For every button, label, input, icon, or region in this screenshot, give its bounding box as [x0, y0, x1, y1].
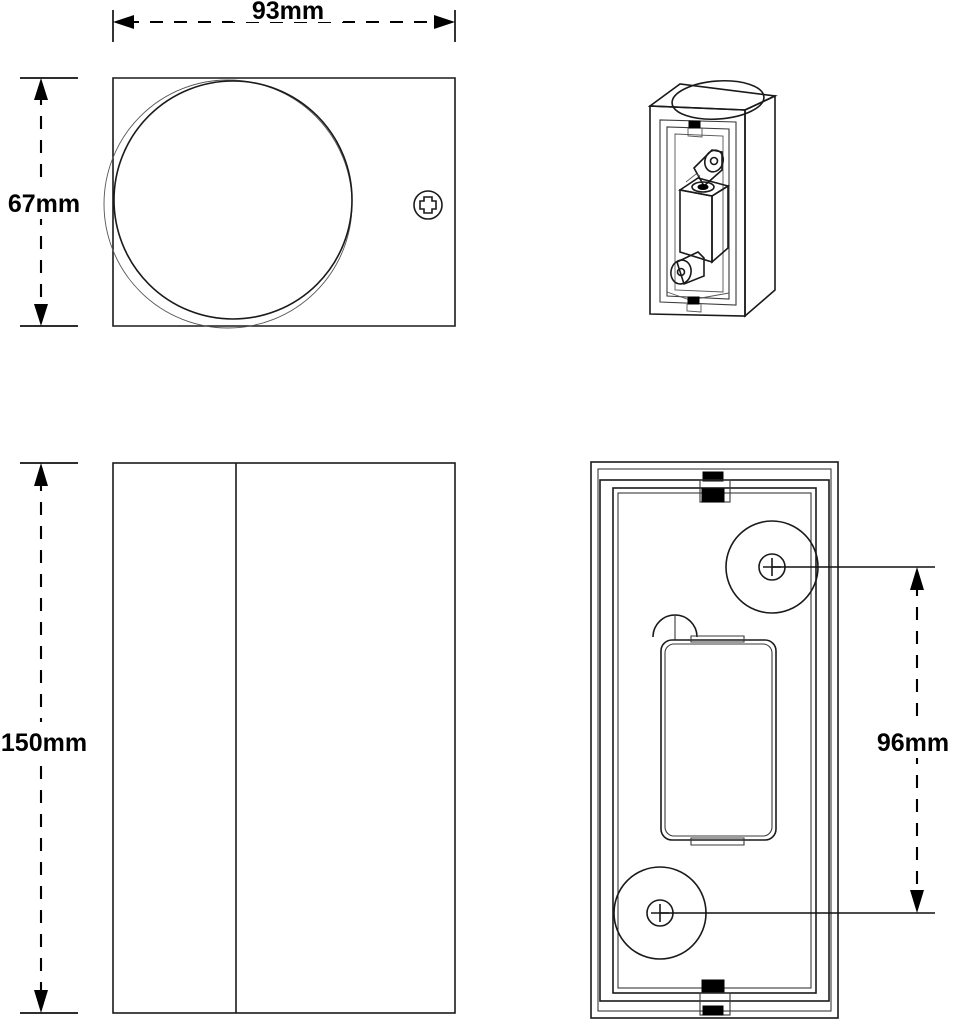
iso-interior-back-panel	[674, 133, 724, 293]
terminal-block-top-tab	[690, 635, 745, 643]
iso-terminal-tab	[685, 173, 701, 183]
iso-lower-boss-face	[670, 259, 692, 285]
iso-right-side-face	[744, 94, 776, 318]
arrow-bottom-96	[910, 890, 924, 913]
iso-upper-boss-hole	[709, 156, 719, 166]
dimension-label-96mm: 96mm	[877, 729, 949, 757]
back-view-bottom-tabs	[699, 979, 731, 1016]
back-view-outer-frame	[590, 461, 839, 1019]
arrow-top-96	[910, 567, 924, 590]
back-view-top-tabs	[699, 471, 731, 503]
dimension-label-93mm: 93mm	[252, 0, 324, 25]
iso-upper-boss-face	[703, 149, 725, 173]
view-side-elevation: 150mm	[0, 462, 456, 1014]
dim-text-mask-93	[233, 0, 343, 22]
top-view-shade-inner-circle	[113, 80, 353, 320]
iso-terminal-block-front	[679, 189, 713, 264]
terminal-block-body-inner	[664, 643, 773, 837]
bottom-tab-outer	[702, 1005, 724, 1016]
back-view-terminal-block	[652, 614, 777, 846]
terminal-block-bottom-tab	[690, 837, 745, 846]
back-view-outer-frame-inner-edge	[597, 468, 832, 1012]
screw-head-circle	[413, 190, 443, 220]
arrow-bottom-67	[34, 304, 48, 326]
back-view-mid-frame	[599, 479, 830, 1002]
terminal-block-body-outline	[660, 639, 777, 841]
iso-front-open-face	[649, 105, 746, 317]
iso-top-retention-tab	[688, 120, 701, 129]
arrow-right-93	[434, 15, 455, 29]
top-tab-outer	[702, 471, 724, 482]
arrow-top-67	[34, 78, 48, 100]
iso-lower-boss-hole	[676, 267, 686, 277]
iso-recess-outer-rim	[659, 119, 737, 306]
dimension-label-150mm: 150mm	[1, 729, 87, 757]
iso-terminal-block	[677, 173, 730, 264]
dim-text-mask-96	[866, 722, 955, 758]
iso-terminal-screw-hole	[697, 184, 709, 190]
arrow-top-150	[34, 463, 48, 486]
iso-bottom-retention-tab	[687, 296, 700, 305]
arrow-bottom-150	[34, 990, 48, 1013]
iso-bottom-tab-slot	[686, 304, 702, 313]
dimension-150mm: 150mm	[0, 462, 96, 1014]
top-view-backplate-rectangle	[112, 77, 456, 327]
dimension-67mm: 67mm	[0, 77, 92, 327]
dim-text-mask-150	[0, 722, 96, 758]
iso-lower-boss-body	[676, 251, 705, 286]
top-view-phillips-screw	[413, 190, 443, 220]
dim-text-mask-67	[0, 185, 92, 219]
iso-cylinder-opening-ellipse	[671, 79, 765, 121]
dimension-label-67mm: 67mm	[8, 190, 80, 218]
dimension-96mm: 96mm	[660, 566, 955, 914]
view-isometric	[647, 79, 778, 318]
back-view-inner-frame	[612, 487, 817, 994]
iso-terminal-block-side	[711, 184, 729, 264]
side-view-body-rectangle	[112, 462, 456, 1014]
top-tab-inner	[701, 488, 725, 503]
phillips-cross-slot-icon	[419, 196, 437, 214]
view-top-plan: 93mm 67mm	[0, 0, 456, 329]
bottom-tab-inner	[701, 979, 725, 994]
iso-top-tab-slot	[687, 128, 703, 138]
iso-recess-inner-rim	[666, 126, 730, 300]
iso-lower-cable-boss	[670, 251, 705, 286]
iso-terminal-screw-ellipse	[691, 181, 715, 193]
dimension-93mm: 93mm	[112, 0, 456, 42]
arrow-left-93	[113, 15, 134, 29]
view-back-plate: 96mm	[590, 461, 955, 1019]
iso-upper-cable-boss	[693, 149, 725, 188]
top-view-shade-outer-circle	[103, 79, 353, 329]
